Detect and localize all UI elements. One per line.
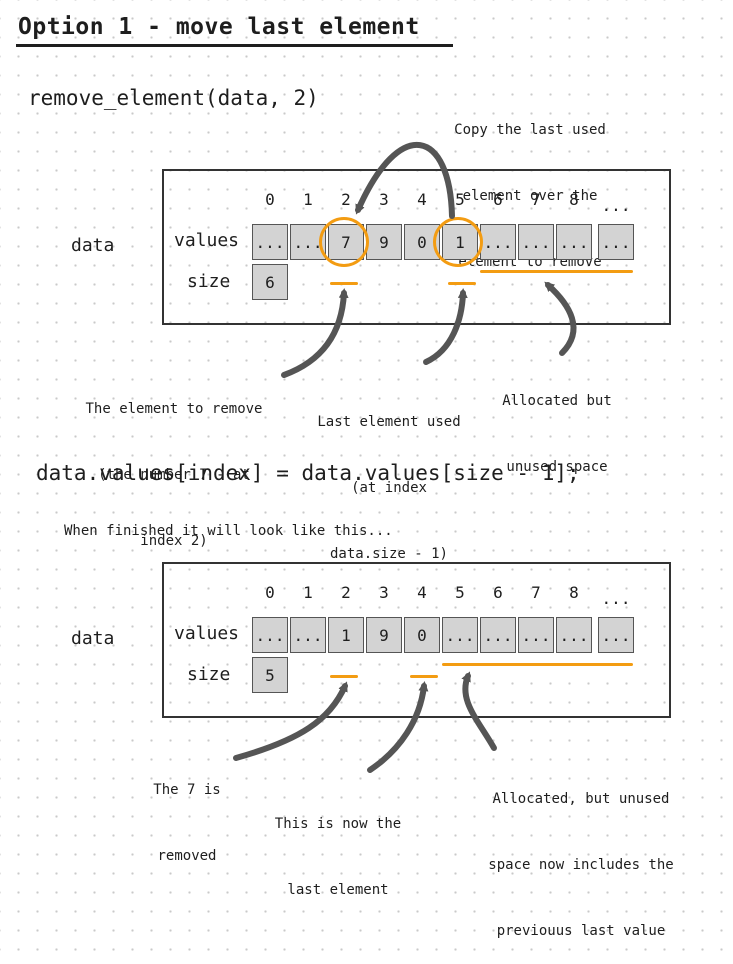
- before-index: 1: [303, 190, 313, 209]
- before-index: 7: [531, 190, 541, 209]
- after-value-cell: 0: [404, 617, 440, 653]
- before-value-cell: ...: [290, 224, 326, 260]
- after-data-label: data: [71, 628, 115, 649]
- copy-note-line: Copy the last used: [454, 122, 606, 138]
- before-size-cell: 6: [252, 264, 288, 300]
- after-index: 1: [303, 583, 313, 602]
- after-last-underline: [410, 675, 438, 678]
- unused-after-arrow: [461, 671, 497, 751]
- before-index: 3: [379, 190, 389, 209]
- last-arrow: [423, 288, 468, 365]
- note-last-element-used: Last element used (at index data.size - …: [300, 367, 478, 587]
- after-index: 7: [531, 583, 541, 602]
- note-allocated-unused: Allocated but unused space: [490, 346, 624, 500]
- after-index: 5: [455, 583, 465, 602]
- before-data-label: data: [71, 235, 115, 256]
- note-line: Last element used: [317, 414, 461, 430]
- copy-note-line: element over the: [462, 188, 598, 204]
- before-index: 2: [341, 190, 351, 209]
- after-index: 4: [417, 583, 427, 602]
- after-size-label: size: [187, 664, 231, 685]
- after-size-cell: 5: [252, 657, 288, 693]
- after-index: 8: [569, 583, 579, 602]
- note-line: Allocated, but unused: [492, 791, 670, 807]
- before-value-cell: ...: [556, 224, 592, 260]
- before-index: 6: [493, 190, 503, 209]
- after-value-cell: ...: [480, 617, 516, 653]
- after-index: 2: [341, 583, 351, 602]
- finished-note: When finished it will look like this...: [64, 523, 393, 539]
- after-value-cell: ...: [556, 617, 592, 653]
- before-remove-circle: [319, 217, 369, 267]
- before-last-circle: [433, 217, 483, 267]
- copy-note: Copy the last used element over the elem…: [432, 75, 628, 295]
- note-line: index 2): [140, 533, 208, 549]
- after-value-cell: ...: [598, 617, 634, 653]
- note-line: The 7 is: [153, 782, 221, 798]
- remove-arrow: [281, 288, 349, 378]
- after-value-cell: ...: [442, 617, 478, 653]
- before-unused-underline: [480, 270, 633, 273]
- note-line: This is now the: [274, 816, 402, 832]
- copy-arrow: [355, 142, 455, 219]
- before-index: 8: [569, 190, 579, 209]
- note-line: (the number 7 - at: [98, 467, 250, 483]
- before-diagram-frame: [162, 169, 671, 325]
- note-line: space now includes the: [488, 857, 674, 873]
- before-index: 4: [417, 190, 427, 209]
- function-call: remove_element(data, 2): [28, 86, 319, 110]
- after-index: ...: [601, 589, 631, 608]
- before-values-label: values: [174, 230, 240, 251]
- after-removed-underline: [330, 675, 358, 678]
- after-value-cell: ...: [518, 617, 554, 653]
- before-index: 5: [455, 190, 465, 209]
- assignment-code: data.values[index] = data.values[size - …: [36, 461, 580, 485]
- after-value-cell: ...: [290, 617, 326, 653]
- after-value-cell: 9: [366, 617, 402, 653]
- before-value-cell: ...: [252, 224, 288, 260]
- note-line: The element to remove: [85, 401, 263, 417]
- now-last-arrow: [367, 681, 429, 773]
- before-size-label: size: [187, 271, 231, 292]
- note-line: previouus last value: [496, 923, 666, 939]
- before-last-underline: [448, 282, 476, 285]
- unused-arrow: [544, 281, 577, 356]
- before-index: 0: [265, 190, 275, 209]
- page-title: Option 1 - move last element: [18, 14, 420, 40]
- after-index: 3: [379, 583, 389, 602]
- annotation-arrows: [233, 142, 577, 773]
- after-values-label: values: [174, 623, 240, 644]
- note-line: Allocated but: [502, 393, 612, 409]
- note-line: removed: [157, 848, 217, 864]
- after-unused-underline: [442, 663, 633, 666]
- after-index: 6: [493, 583, 503, 602]
- before-value-cell: ...: [518, 224, 554, 260]
- note-line: unused space: [506, 459, 608, 475]
- removed-arrow: [233, 681, 348, 761]
- after-value-cell: ...: [252, 617, 288, 653]
- before-remove-underline: [330, 282, 358, 285]
- title-underline: [16, 44, 453, 47]
- after-value-cell: 1: [328, 617, 364, 653]
- after-index: 0: [265, 583, 275, 602]
- note-line: data.size - 1): [329, 546, 448, 562]
- before-index: ...: [601, 196, 631, 215]
- note-line: last element: [287, 882, 389, 898]
- note-line: (at index: [351, 480, 427, 496]
- before-value-cell: ...: [598, 224, 634, 260]
- note-element-to-remove: The element to remove (the number 7 - at…: [66, 354, 282, 574]
